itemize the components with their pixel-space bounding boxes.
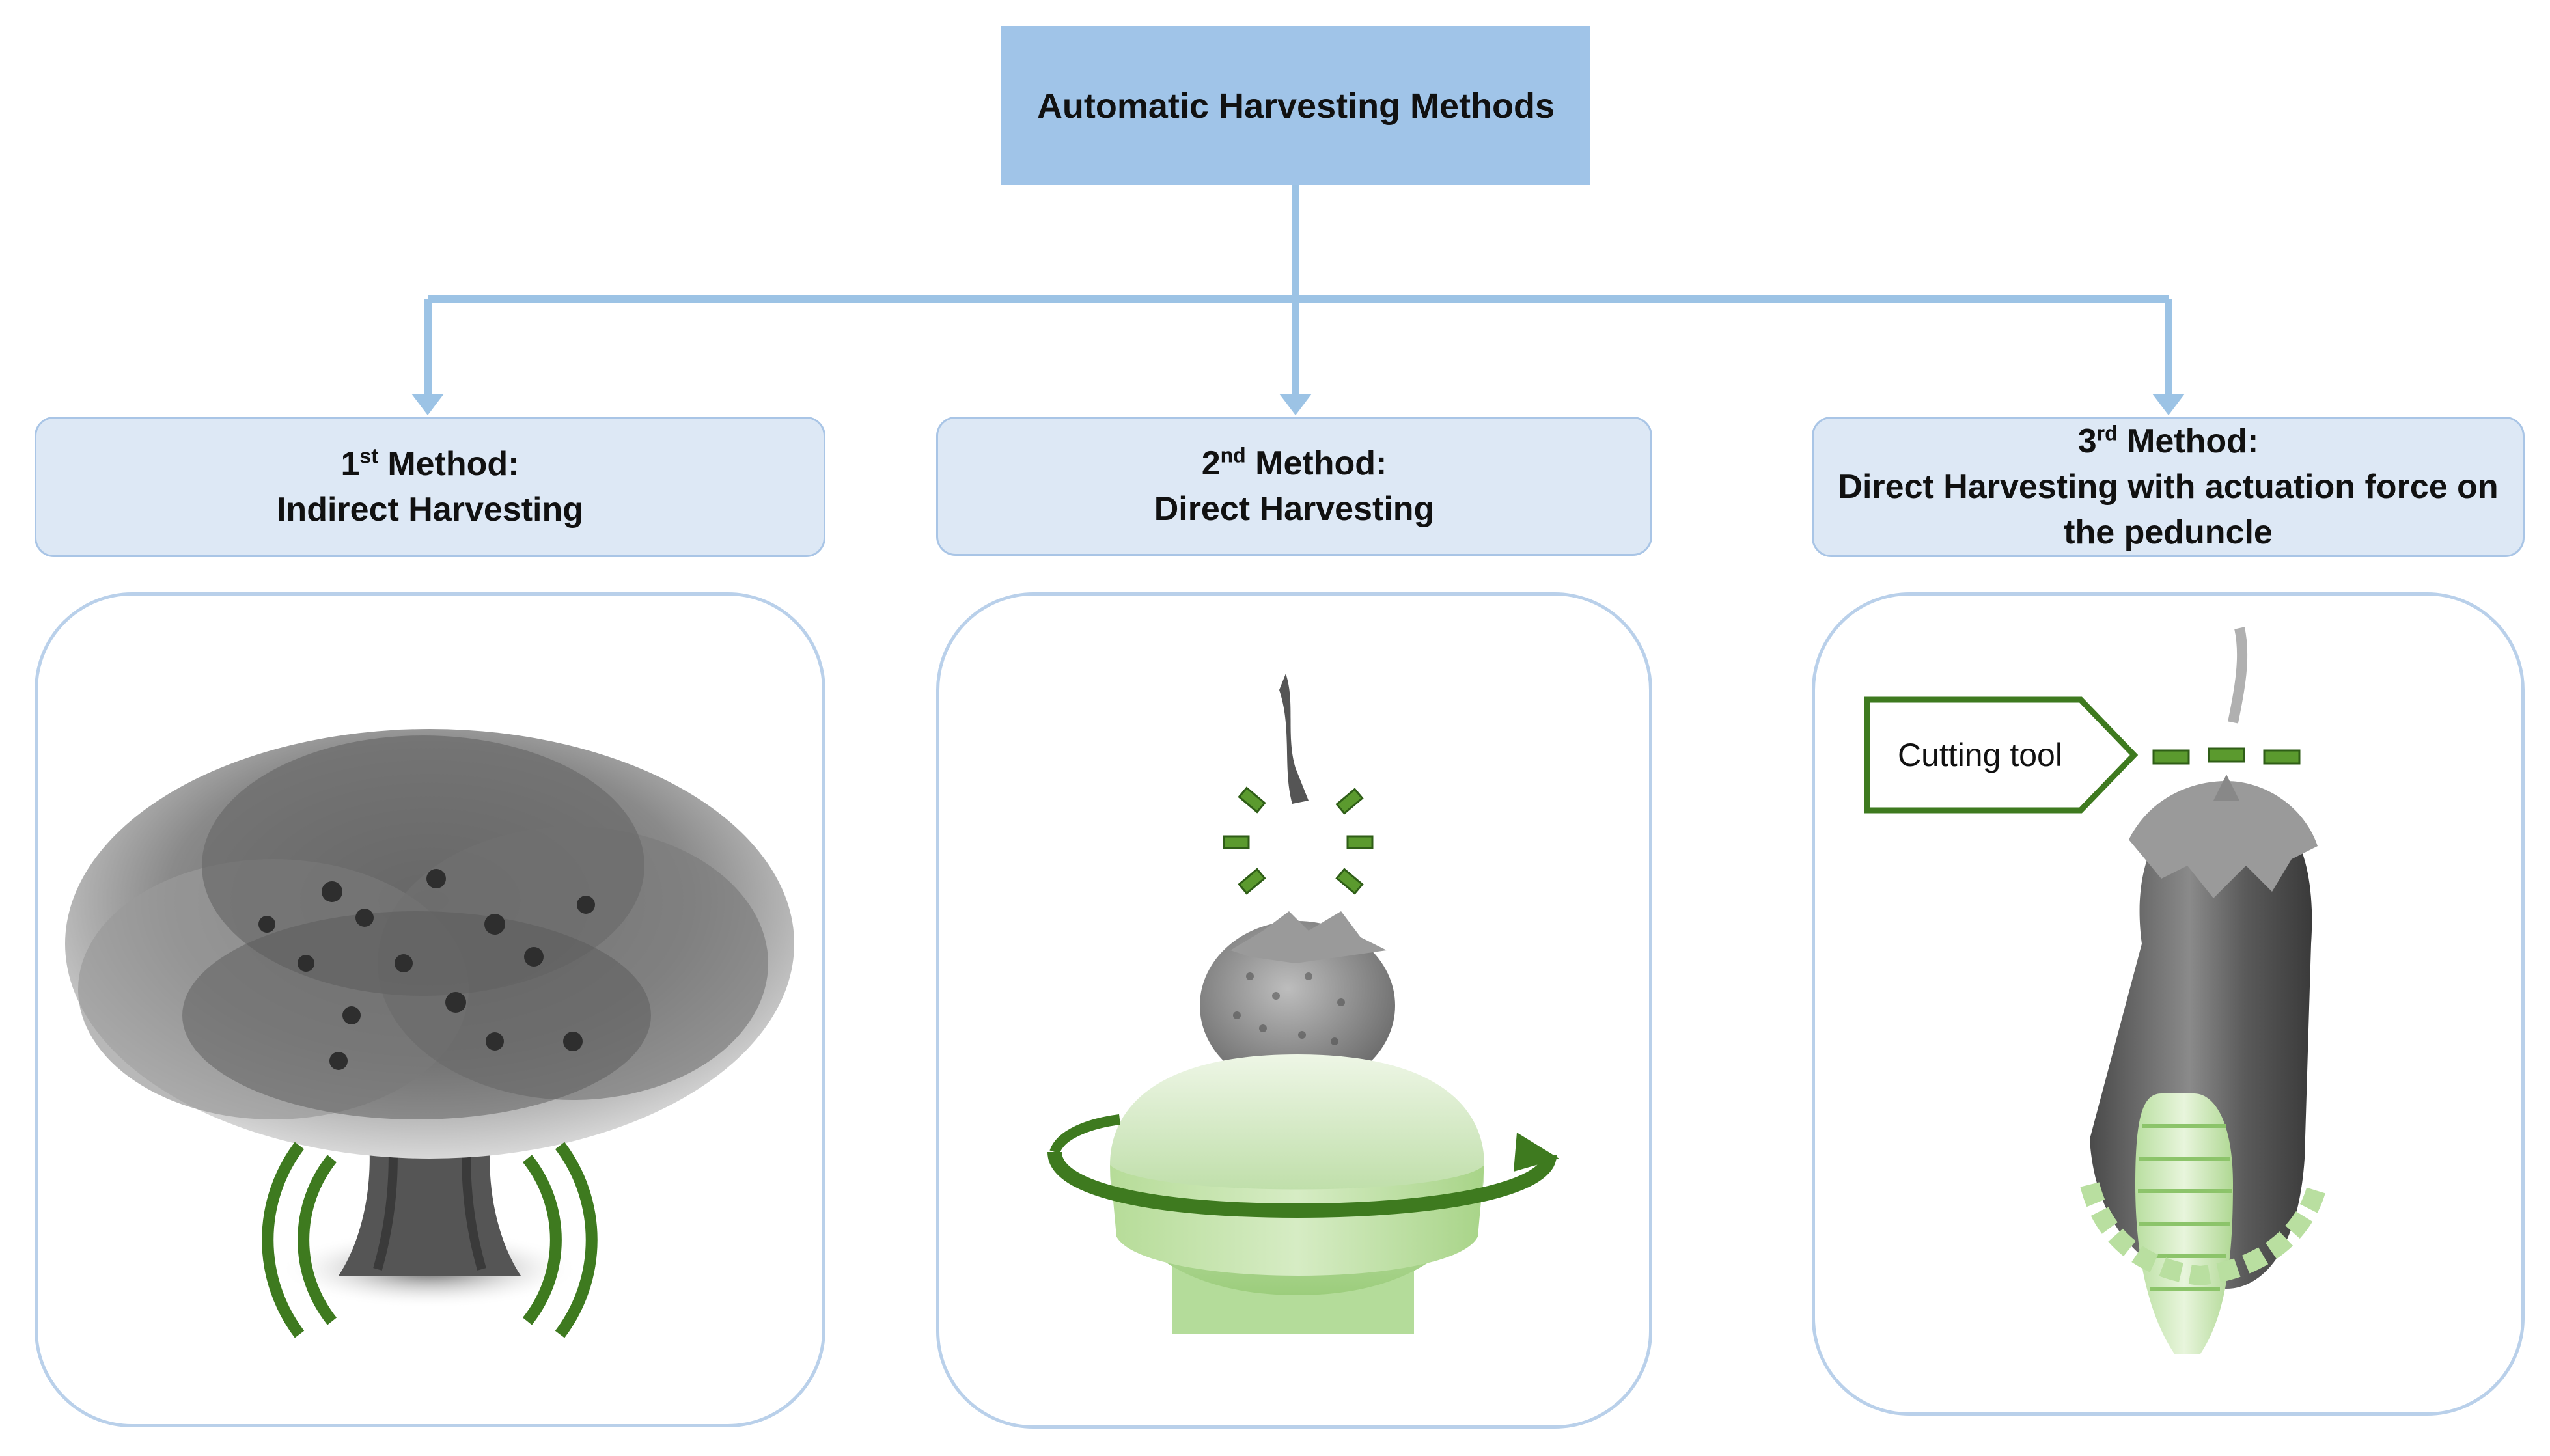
connector-lines — [424, 185, 2172, 400]
method-3-heading: 3rd Method: — [2078, 419, 2259, 464]
method-1-label: Method: — [378, 445, 520, 483]
tree-icon — [65, 729, 794, 1308]
method-2-heading: 2nd Method: — [1202, 441, 1387, 486]
method-2-panel — [936, 592, 1652, 1429]
method-2-suffix: nd — [1220, 443, 1246, 467]
vibration-icon — [262, 1142, 598, 1338]
eggplant-icon — [2080, 627, 2327, 1354]
method-1-suffix: st — [359, 444, 378, 468]
method-2-name: Direct Harvesting — [1154, 490, 1435, 528]
cutting-tool-callout — [1864, 696, 2139, 814]
method-1-panel — [35, 592, 825, 1427]
method-1-ordinal: 1 — [340, 445, 360, 483]
root-box-fill — [1001, 26, 1590, 185]
method-2-ordinal: 2 — [1201, 444, 1221, 482]
method-3-panel — [1812, 592, 2525, 1416]
cutting-tool-label: Cutting tool — [1898, 737, 2062, 773]
gripper-icon — [1110, 1054, 1484, 1334]
method-3-name: Direct Harvesting with actuation force o… — [1838, 467, 2499, 552]
method-3-suffix: rd — [2096, 421, 2118, 445]
method-2-label: Method: — [1245, 444, 1387, 482]
strawberry-icon — [1200, 674, 1395, 1090]
method-1-box: 1st Method: Indirect Harvesting — [35, 417, 825, 557]
root-title: Automatic Harvesting Methods — [1036, 86, 1555, 126]
connector-arrowheads — [411, 394, 2185, 415]
cutting-line-icon — [2152, 747, 2301, 765]
method-2-box: 2nd Method: Direct Harvesting — [936, 417, 1652, 556]
rotation-arrow-icon — [1047, 1114, 1559, 1218]
method-1-name: Indirect Harvesting — [276, 491, 584, 529]
gripper-dash-ring-icon — [1223, 786, 1374, 895]
method-3-label: Method: — [2117, 422, 2259, 460]
method-3-ordinal: 3 — [2077, 422, 2097, 460]
method-3-box: 3rd Method: Direct Harvesting with actua… — [1812, 417, 2525, 557]
method-1-heading: 1st Method: — [341, 441, 520, 487]
